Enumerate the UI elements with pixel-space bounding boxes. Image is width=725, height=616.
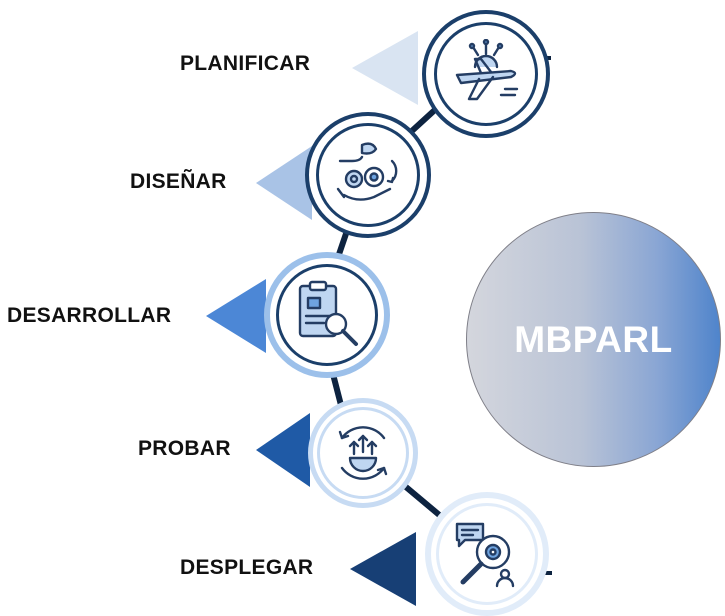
step-label-probar: PROBAR xyxy=(138,437,231,460)
step-label-planificar: PLANIFICAR xyxy=(180,52,311,75)
step-label-desarrollar: DESARROLLAR xyxy=(7,304,172,327)
hands-gears-icon xyxy=(336,142,398,201)
center-label: MBPARL xyxy=(514,318,673,360)
step-arrow-desplegar xyxy=(350,532,416,606)
magnifier-chat-icon xyxy=(455,522,515,588)
step-arrow-planificar xyxy=(352,31,418,105)
airplane-network-icon xyxy=(455,39,519,101)
step-arrow-disenar xyxy=(256,146,312,220)
center-circle: MBPARL xyxy=(466,212,721,467)
step-node-desplegar xyxy=(425,492,549,616)
step-node-disenar xyxy=(305,112,431,238)
step-node-desarrollar xyxy=(264,252,390,378)
clipboard-search-icon xyxy=(298,280,358,346)
step-arrow-desarrollar xyxy=(206,279,266,353)
step-node-probar xyxy=(308,398,418,508)
gear-arrows-icon xyxy=(338,426,388,480)
step-arrow-probar xyxy=(256,413,310,487)
step-label-desplegar: DESPLEGAR xyxy=(180,556,314,579)
step-label-disenar: DISEÑAR xyxy=(130,170,227,193)
process-diagram: PLANIFICAR DISEÑAR xyxy=(7,10,721,616)
step-node-planificar xyxy=(422,10,550,138)
